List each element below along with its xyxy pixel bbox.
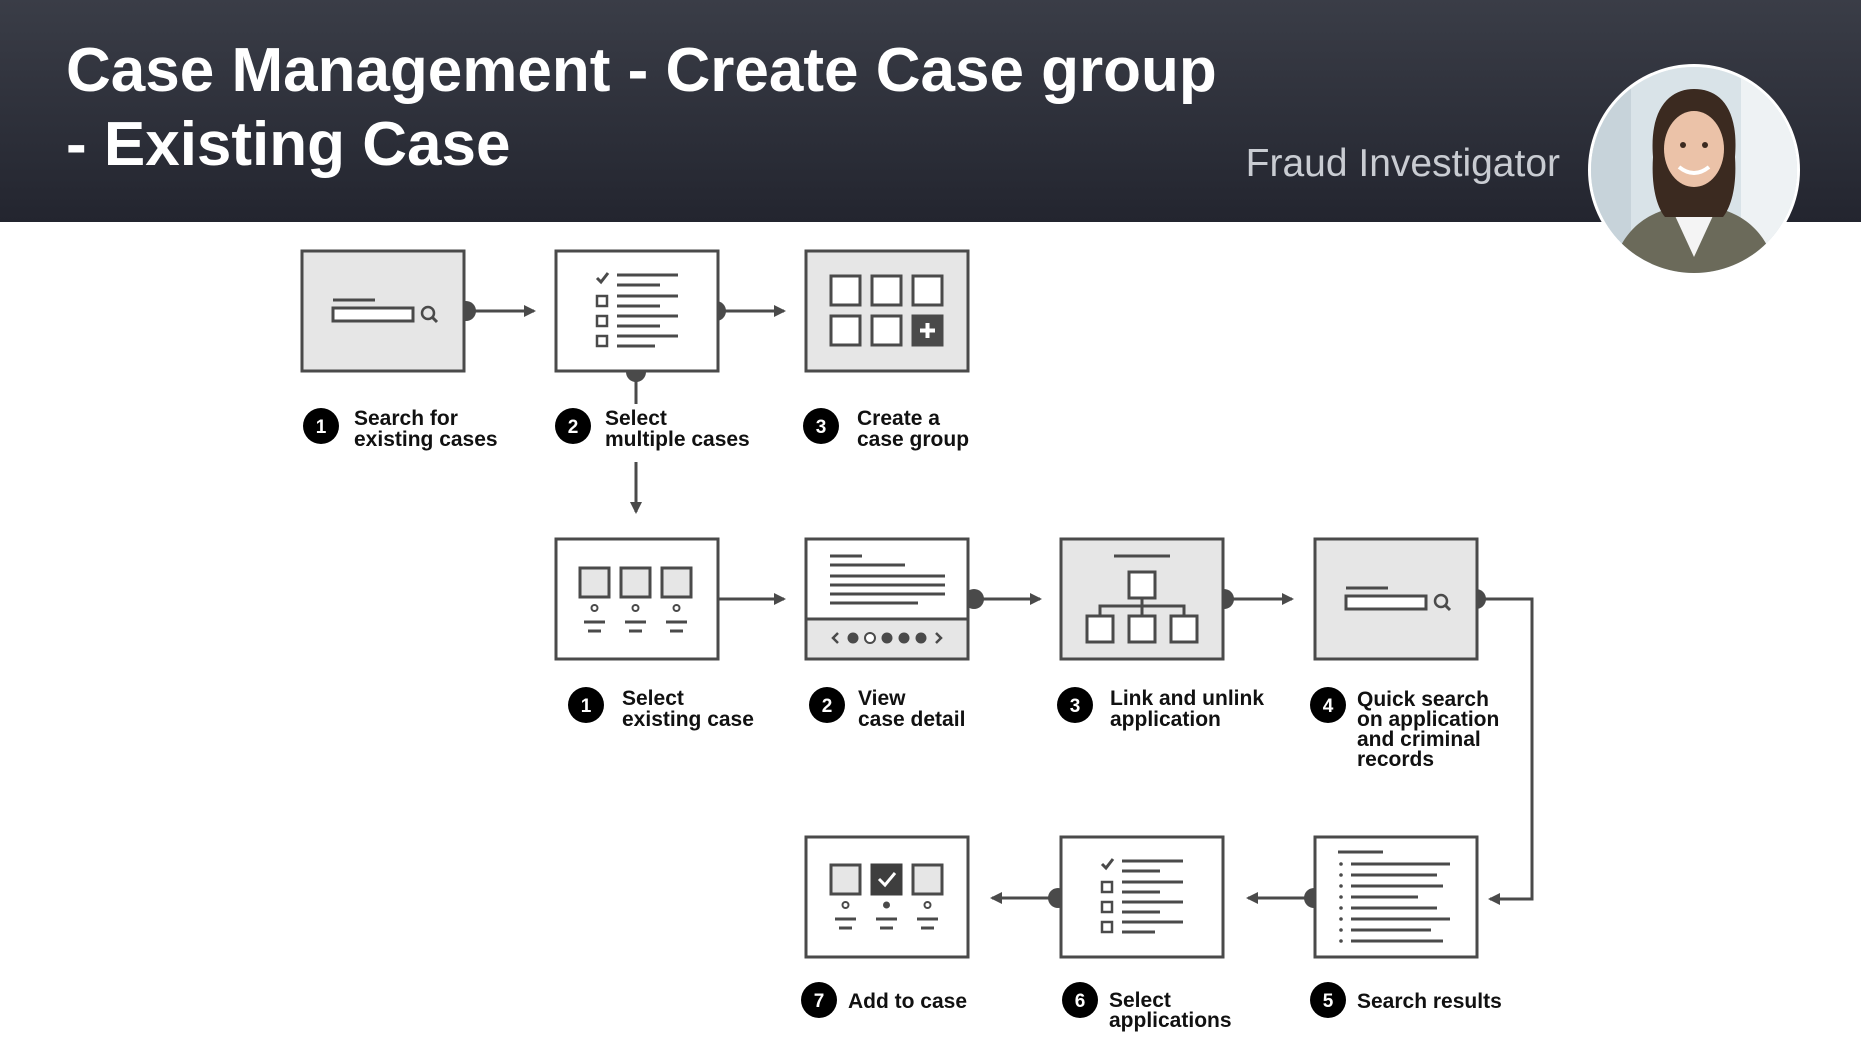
svg-text:2: 2 — [822, 696, 833, 717]
step-label-quick-search: Quick search on application and criminal… — [1357, 688, 1500, 771]
step-label-search-results: Search results — [1357, 990, 1502, 1013]
arrow-b4-b5 — [1476, 597, 1534, 905]
step-badge-a2: 2 — [555, 408, 591, 444]
step-label-select-existing: Select existing case — [622, 687, 754, 731]
search-screen-icon — [300, 249, 466, 373]
step-badge-b1: 1 — [568, 687, 604, 723]
svg-text:5: 5 — [1323, 991, 1334, 1012]
detail-carousel-screen-icon — [804, 537, 970, 661]
step-badge-a3: 3 — [803, 408, 839, 444]
cards-screen-icon — [554, 537, 720, 661]
person-photo-icon — [1591, 67, 1797, 273]
title-line-1: Case Management - Create Case group — [66, 36, 1217, 105]
svg-text:6: 6 — [1075, 991, 1086, 1012]
step-badge-b3: 3 — [1057, 687, 1093, 723]
svg-text:3: 3 — [1070, 696, 1081, 717]
hierarchy-screen-icon — [1059, 537, 1225, 661]
checklist-screen-icon — [554, 249, 720, 373]
step-badges: 1 2 3 1 2 3 4 5 6 7 — [303, 408, 1346, 1018]
svg-text:1: 1 — [316, 417, 327, 438]
persona-role: Fraud Investigator — [1245, 142, 1560, 185]
step-label-add-to-case: Add to case — [848, 990, 968, 1013]
step-badge-b7: 7 — [801, 982, 837, 1018]
grid-add-screen-icon — [804, 249, 970, 373]
results-list-screen-icon — [1313, 835, 1479, 959]
step-badge-b5: 5 — [1310, 982, 1346, 1018]
step-label-view-detail: View case detail — [858, 687, 966, 731]
step-badge-a1: 1 — [303, 408, 339, 444]
svg-text:7: 7 — [814, 991, 825, 1012]
step-badge-b2: 2 — [809, 687, 845, 723]
cards-checked-screen-icon — [804, 835, 970, 959]
search-screen-icon — [1313, 537, 1479, 661]
step-label-search-cases: Search for existing cases — [354, 407, 498, 451]
svg-text:1: 1 — [581, 696, 592, 717]
step-badge-b4: 4 — [1310, 687, 1346, 723]
svg-text:4: 4 — [1323, 696, 1334, 717]
checklist-screen-icon — [1059, 835, 1225, 959]
avatar — [1588, 64, 1800, 276]
page-title: Case Management - Create Case group- Exi… — [66, 34, 1266, 182]
title-line-2: - Existing Case — [66, 110, 511, 179]
step-label-select-applications: Select applications — [1109, 989, 1232, 1032]
step-label-create-group: Create a case group — [857, 407, 970, 451]
header-bar: Case Management - Create Case group- Exi… — [0, 0, 1861, 276]
step-label-select-multiple: Select multiple cases — [605, 407, 750, 451]
step-badge-b6: 6 — [1062, 982, 1098, 1018]
step-label-link-unlink: Link and unlink application — [1110, 687, 1265, 731]
svg-text:2: 2 — [568, 417, 579, 438]
svg-text:3: 3 — [816, 417, 827, 438]
